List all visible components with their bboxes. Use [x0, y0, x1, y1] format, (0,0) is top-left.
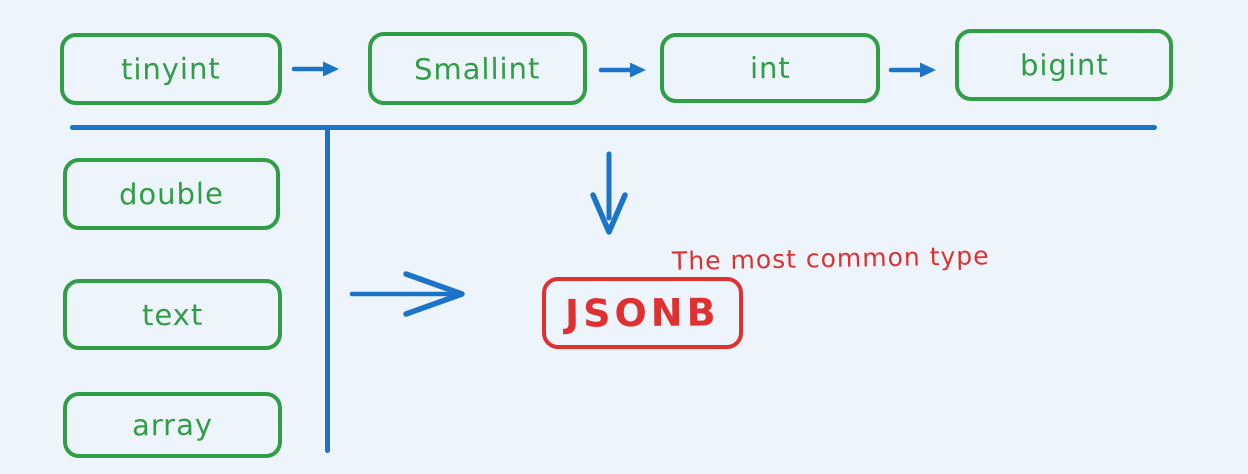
node-array: array: [63, 392, 282, 458]
vertical-divider-line: [325, 127, 330, 453]
node-tinyint: tinyint: [60, 33, 282, 105]
node-double: double: [63, 158, 280, 230]
arrow-right-icon: [598, 62, 646, 78]
node-text-label: text: [141, 297, 204, 332]
node-int-label: int: [749, 50, 791, 86]
node-text: text: [63, 279, 282, 350]
node-int: int: [660, 33, 880, 103]
arrow-right-icon: [349, 271, 465, 317]
node-jsonb-label: JSONB: [565, 290, 720, 336]
node-bigint: bigint: [955, 29, 1173, 101]
horizontal-divider-line: [70, 125, 1157, 130]
node-double-label: double: [118, 176, 225, 212]
arrow-right-icon: [291, 61, 339, 77]
node-array-label: array: [131, 407, 214, 443]
node-bigint-label: bigint: [1019, 47, 1109, 83]
node-smallint: Smallint: [368, 32, 587, 105]
arrow-right-icon: [888, 62, 936, 78]
node-tinyint-label: tinyint: [120, 51, 222, 87]
node-smallint-label: Smallint: [414, 50, 541, 87]
jsonb-annotation: The most common type: [671, 241, 990, 276]
node-jsonb: JSONB: [542, 277, 743, 349]
arrow-down-icon: [590, 151, 628, 235]
